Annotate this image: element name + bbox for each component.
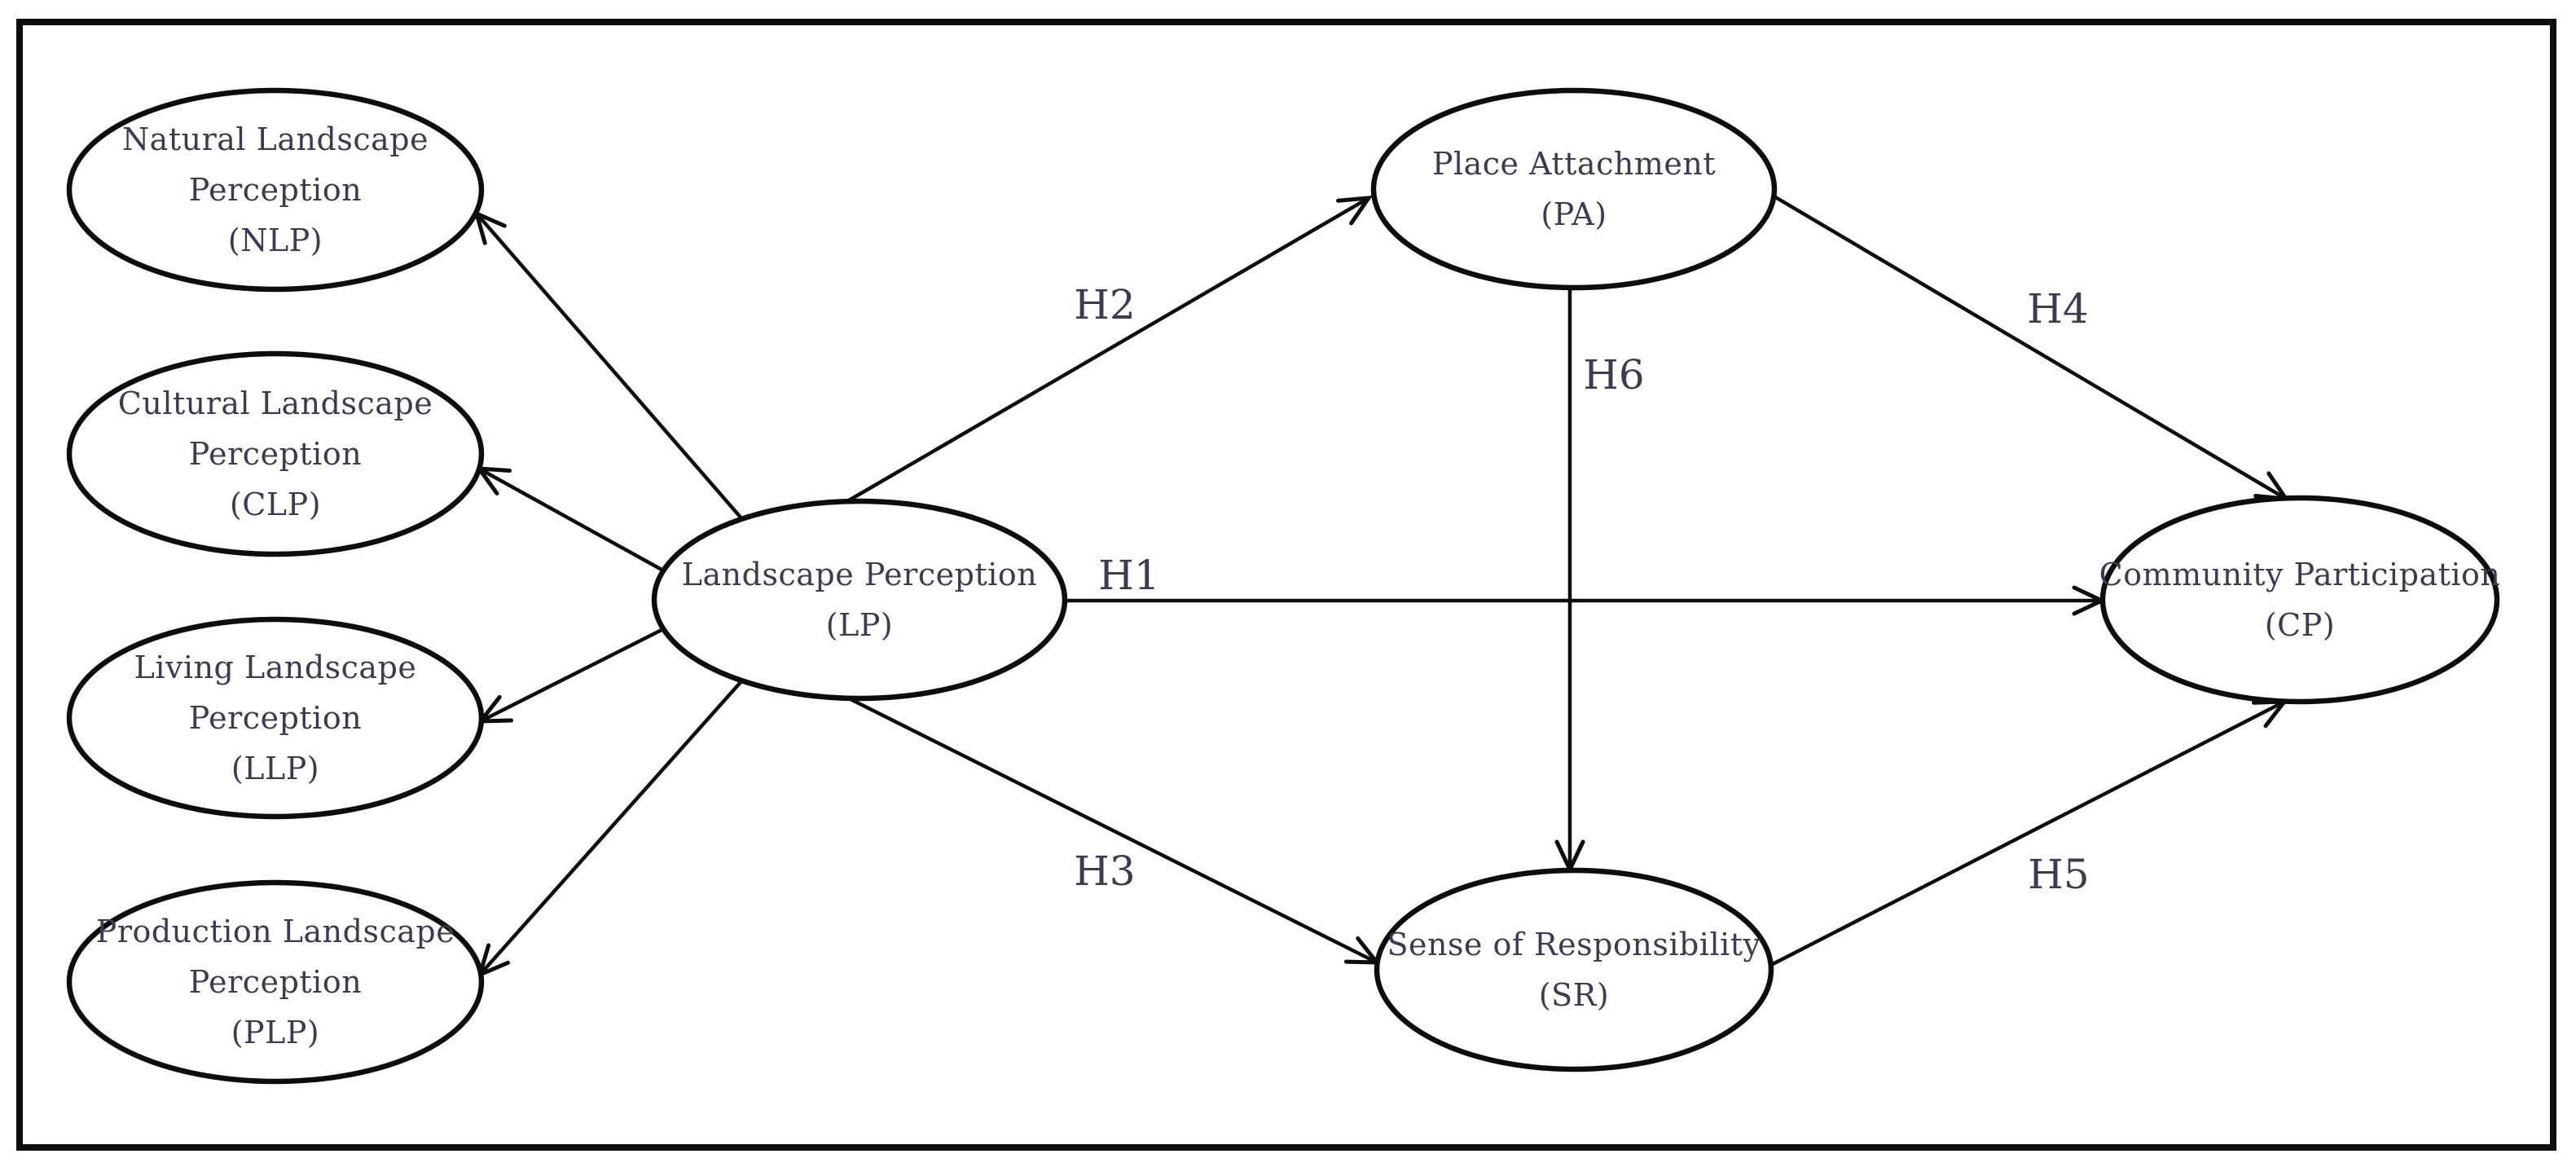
node-ellipse-plp xyxy=(66,879,485,1085)
node-ellipse-clp xyxy=(66,350,485,557)
edge-arrow-h4 xyxy=(1771,194,2291,501)
node-ellipse-nlp xyxy=(66,87,485,293)
node-ellipse-lp xyxy=(651,498,1068,702)
node-ellipse-cp xyxy=(2099,495,2500,705)
frame-border xyxy=(16,19,2556,1151)
edge-layer xyxy=(473,194,2291,979)
figure-frame xyxy=(16,19,2556,1151)
node-ellipse-llp xyxy=(66,616,485,820)
node-ellipse-pa xyxy=(1370,87,1778,291)
edge-arrow-h5 xyxy=(1771,699,2289,967)
node-layer xyxy=(66,87,2500,1085)
edge-arrow-lp-nlp xyxy=(473,209,744,521)
node-ellipse-sr xyxy=(1374,867,1774,1072)
edge-arrow-h2 xyxy=(847,196,1374,502)
edge-arrow-h3 xyxy=(847,696,1382,965)
edge-arrow-lp-llp xyxy=(476,627,665,724)
edge-arrow-lp-clp xyxy=(474,466,665,572)
edge-arrow-lp-plp xyxy=(477,679,744,979)
